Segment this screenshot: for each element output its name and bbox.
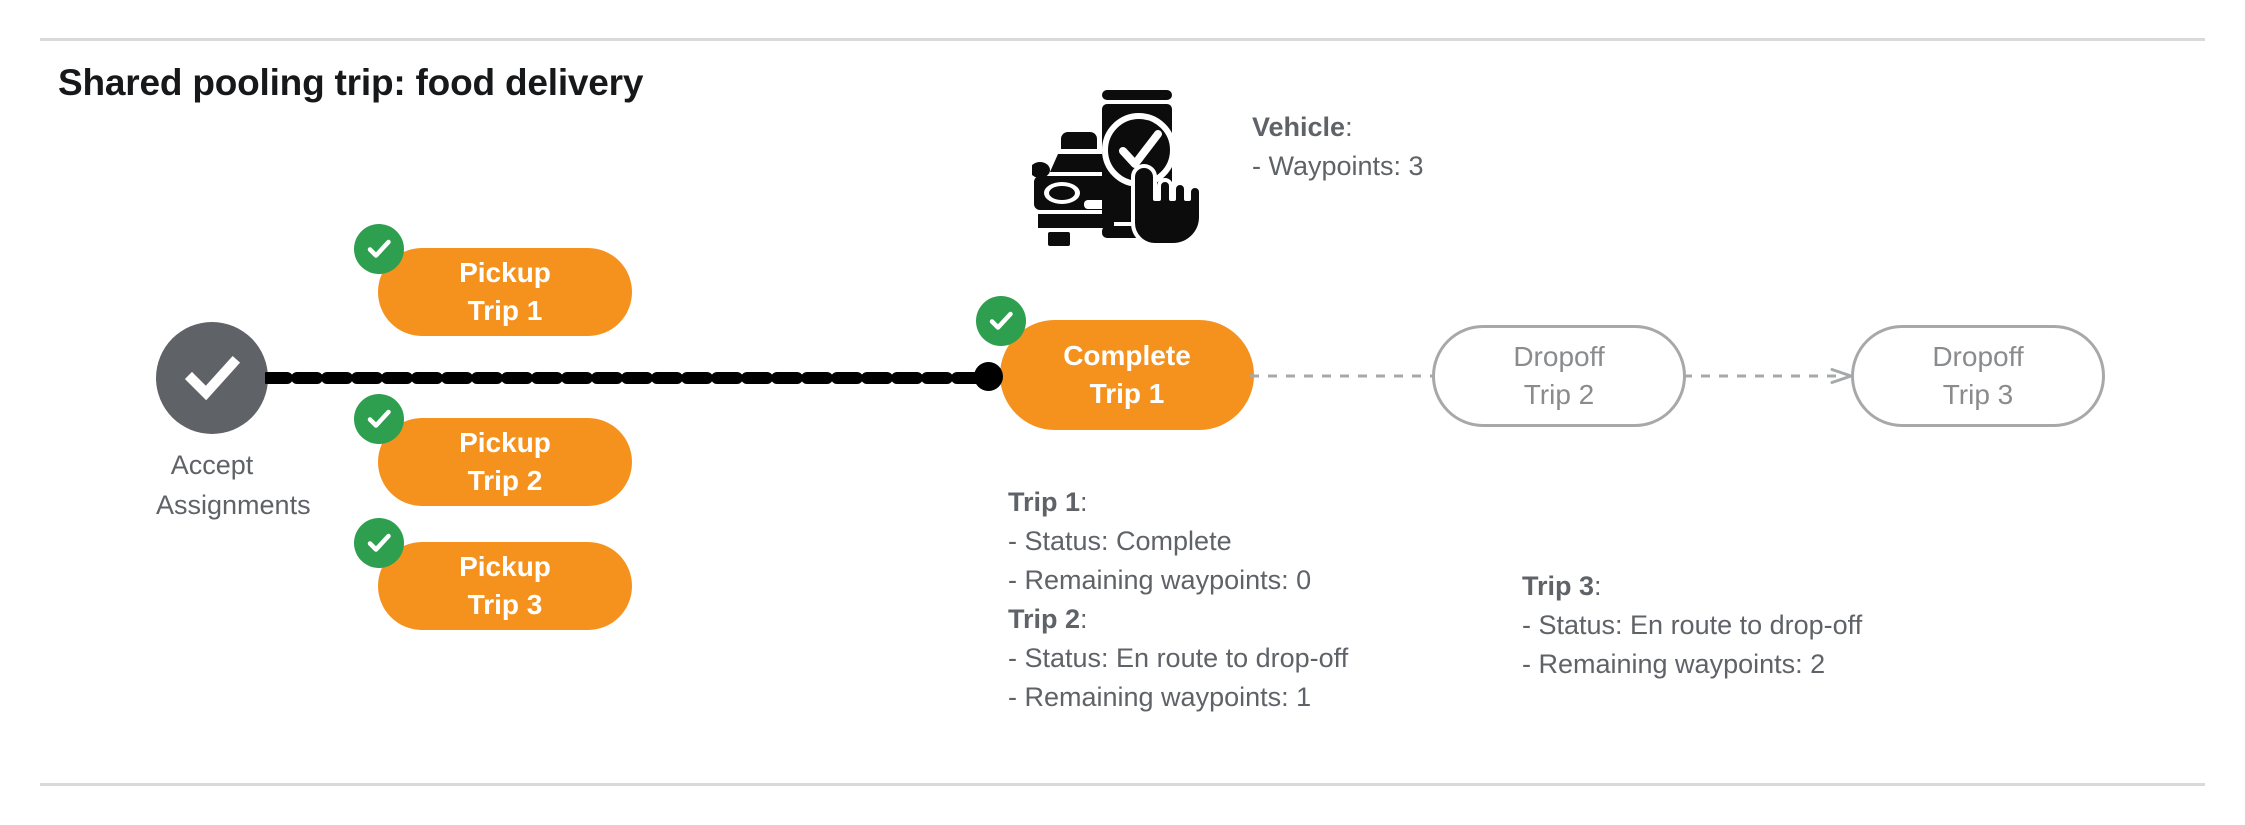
trip-3-heading-text: Trip 3: [1522, 571, 1595, 601]
vehicle-heading-text: Vehicle: [1252, 112, 1346, 142]
check-circle-icon: [156, 322, 268, 434]
pill-label-line2: Trip 2: [467, 465, 543, 496]
trip-2-waypoints-line: - Remaining waypoints: 1: [1008, 682, 1312, 712]
trip-2-heading-text: Trip 2: [1008, 604, 1081, 634]
trip-1-heading-colon: :: [1080, 487, 1088, 517]
pickup-trip-1-node[interactable]: Pickup Trip 1: [354, 224, 632, 336]
check-badge-icon: [354, 518, 404, 568]
pill-label-line1: Pickup: [459, 551, 551, 582]
pill-label-line2: Trip 2: [1523, 379, 1595, 410]
bottom-divider: [40, 783, 2205, 786]
trip-2-heading: Trip 2:: [1008, 600, 1348, 639]
trip-1-heading-text: Trip 1: [1008, 487, 1081, 517]
check-badge-icon: [354, 224, 404, 274]
dropoff-trip-2-node[interactable]: Dropoff Trip 2: [1432, 325, 1686, 427]
accept-assignments-node[interactable]: [156, 322, 268, 434]
vehicle-heading-colon: :: [1345, 112, 1353, 142]
trip-3-heading: Trip 3:: [1522, 567, 1862, 606]
pill-label-line1: Pickup: [459, 257, 551, 288]
accept-label-line2: Assignments: [156, 490, 311, 520]
trip-1-waypoints-line: - Remaining waypoints: 0: [1008, 565, 1312, 595]
trip-details-right-column: Trip 3: - Status: En route to drop-off -…: [1522, 567, 1862, 684]
pill-label-line2: Trip 3: [1942, 379, 2014, 410]
pill-label-line1: Complete: [1063, 340, 1191, 371]
pill-label-line2: Trip 3: [467, 589, 543, 620]
route-dashed-black: [261, 371, 999, 385]
trip-1-heading: Trip 1:: [1008, 483, 1348, 522]
pill-label-line2: Trip 1: [1089, 378, 1165, 409]
accept-assignments-label: Accept Assignments: [156, 445, 311, 525]
trip-2-status-line: - Status: En route to drop-off: [1008, 643, 1349, 673]
connector-dropoff2-to-dropoff3: [1683, 368, 1858, 384]
dropoff-trip-3-node[interactable]: Dropoff Trip 3: [1851, 325, 2105, 427]
check-badge-icon: [976, 296, 1026, 346]
vehicle-info-block: Vehicle: - Waypoints: 3: [1252, 108, 1424, 186]
complete-trip-1-node[interactable]: Complete Trip 1: [976, 296, 1254, 430]
pill-label-line2: Trip 1: [467, 295, 543, 326]
top-divider: [40, 38, 2205, 41]
vehicle-waypoints-line: - Waypoints: 3: [1252, 151, 1424, 181]
check-badge-icon: [354, 394, 404, 444]
trip-2-heading-colon: :: [1080, 604, 1088, 634]
trip-1-status-line: - Status: Complete: [1008, 526, 1232, 556]
trip-3-waypoints-line: - Remaining waypoints: 2: [1522, 649, 1826, 679]
pickup-trip-3-node[interactable]: Pickup Trip 3: [354, 518, 632, 630]
trip-3-status-line: - Status: En route to drop-off: [1522, 610, 1863, 640]
accept-label-line1: Accept: [170, 450, 254, 480]
trip-3-heading-colon: :: [1594, 571, 1602, 601]
car-phone-check-hand-icon: [1030, 88, 1203, 248]
pill-label-line1: Dropoff: [1932, 341, 2024, 372]
pill-label-line1: Dropoff: [1513, 341, 1605, 372]
pickup-trip-2-node[interactable]: Pickup Trip 2: [354, 394, 632, 506]
connector-complete-to-dropoff2: [1250, 368, 1440, 384]
waypoint-dot-icon: [974, 362, 1003, 391]
page-title: Shared pooling trip: food delivery: [58, 62, 644, 103]
pill-label-line1: Pickup: [459, 427, 551, 458]
vehicle-info-heading: Vehicle:: [1252, 108, 1424, 147]
trip-details-left-column: Trip 1: - Status: Complete - Remaining w…: [1008, 483, 1348, 717]
